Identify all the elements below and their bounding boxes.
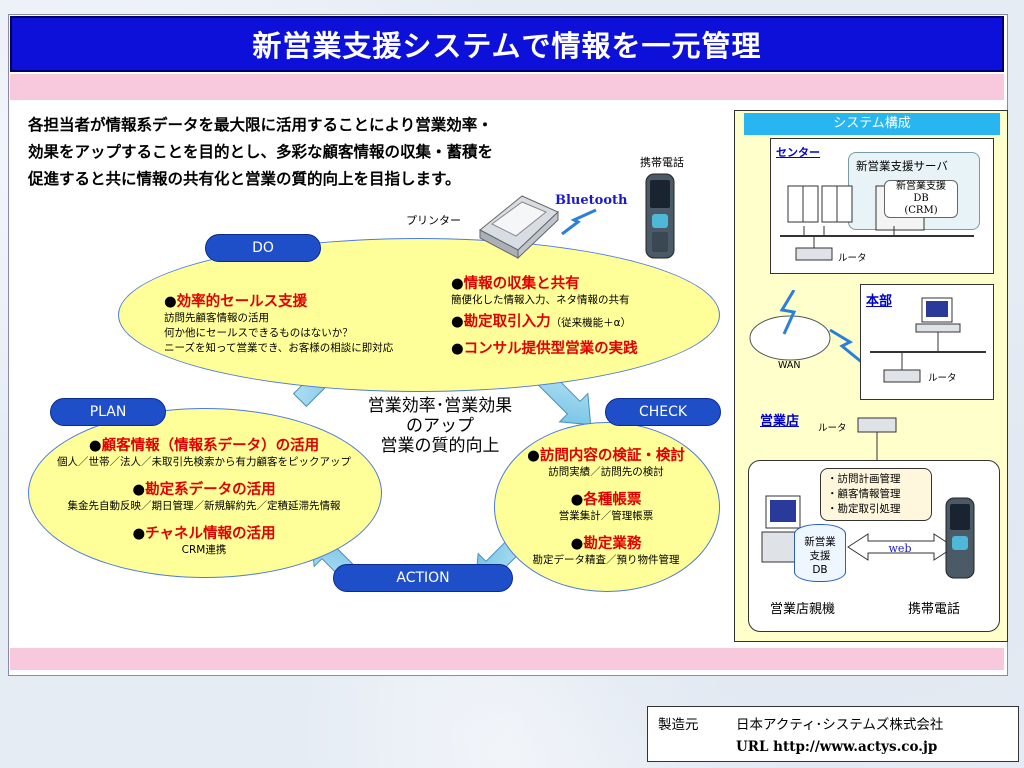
- bullet: ●: [88, 438, 102, 454]
- db-line: 支援: [809, 550, 831, 562]
- do-left-line: 何か他にセールスできるものはないか？: [164, 327, 353, 339]
- plan-label: PLAN: [50, 398, 166, 426]
- do-right-note: （従来機能＋α）: [550, 317, 632, 329]
- plan-ellipse: [28, 408, 382, 578]
- do-right-block: ●情報の収集と共有 簡便化した情報入力、ネタ情報の共有 ●勘定取引入力（従来機能…: [451, 272, 638, 358]
- plan-heading: 勘定系データの活用: [145, 482, 276, 498]
- intro-line: 促進すると共に情報の共有化と営業の質的向上を目指します。: [28, 170, 461, 188]
- db-line: 新営業支援: [896, 181, 946, 192]
- do-right-heading-1: 情報の収集と共有: [463, 276, 580, 292]
- branch-router-label: ルータ: [818, 423, 847, 434]
- bullet: ●: [570, 492, 584, 508]
- wan-cloud-icon: [749, 290, 865, 366]
- arrow-do-to-check: [536, 370, 592, 426]
- bullet: ●: [451, 276, 464, 292]
- intro-line: 各担当者が情報系データを最大限に活用することにより営業効率・: [28, 116, 493, 134]
- credit-box: 製造元 日本アクティ･システムズ株式会社 URL http://www.acty…: [647, 706, 1019, 762]
- bullet: ●: [164, 294, 177, 310]
- do-right-heading-2: 勘定取引入力: [463, 314, 551, 330]
- branch-router-icon: [857, 417, 897, 462]
- center-goal: 営業効率･営業効果 のアップ 営業の質的向上: [350, 396, 530, 456]
- wan-label: WAN: [778, 360, 801, 371]
- center-line: 営業効率･営業効果: [367, 396, 513, 416]
- do-left-line: ニーズを知って営業でき、お客様の相談に即対応: [164, 342, 394, 354]
- honbu-router-label: ルータ: [928, 373, 957, 384]
- plan-heading: 顧客情報（情報系データ）の活用: [101, 438, 320, 454]
- branch-phone-label: 携帯電話: [908, 602, 961, 617]
- bubble-line: ・勘定取引処理: [827, 503, 901, 515]
- bullet: ●: [570, 536, 584, 552]
- bullet: ●: [132, 482, 146, 498]
- bubble-line: ・訪問計画管理: [827, 473, 901, 485]
- center-lan: [780, 226, 974, 261]
- check-heading: 勘定業務: [583, 536, 642, 552]
- maker-url: URL http://www.actys.co.jp: [736, 739, 938, 755]
- check-ellipse: [494, 422, 720, 592]
- server-label: 新営業支援サーバ: [856, 159, 948, 173]
- plan-sub: 集金先自動反映／期日管理／新規解約先／定積延滞先情報: [67, 500, 341, 512]
- pink-band-bottom: [10, 648, 1004, 670]
- branch-pc-label: 営業店親機: [770, 602, 836, 617]
- honbu-box: [860, 284, 994, 400]
- check-block: ●訪問内容の検証・検討 訪問実績／訪問先の検討 ●各種帳票 営業集計／管理帳票 …: [500, 444, 712, 568]
- branch-label: 営業店: [760, 414, 800, 429]
- bullet: ●: [132, 526, 146, 542]
- system-header: システム構成: [744, 113, 1000, 135]
- do-ellipse: [118, 238, 720, 392]
- check-heading: 訪問内容の検証・検討: [539, 448, 685, 464]
- phone-label: 携帯電話: [640, 156, 684, 169]
- intro-line: 効果をアップすることを目的とし、多彩な顧客情報の収集・蓄積を: [28, 143, 494, 161]
- check-label: CHECK: [605, 398, 721, 426]
- do-left-heading: 効率的セールス支援: [176, 294, 308, 310]
- branch-bubble: ・訪問計画管理 ・顧客情報管理 ・勘定取引処理: [820, 468, 932, 521]
- plan-block: ●顧客情報（情報系データ）の活用 個人／世帯／法人／未取引先検索から有力顧客をピ…: [30, 434, 378, 558]
- honbu-label: 本部: [866, 294, 893, 309]
- check-heading: 各種帳票: [583, 492, 642, 508]
- bullet: ●: [451, 314, 464, 330]
- bullet: ●: [451, 341, 464, 357]
- do-right-line: 簡便化した情報入力、ネタ情報の共有: [451, 294, 630, 306]
- bluetooth-signal-icon: [561, 208, 597, 236]
- maker-label: 製造元: [658, 717, 699, 733]
- plan-sub: 個人／世帯／法人／未取引先検索から有力顧客をピックアップ: [57, 456, 351, 468]
- check-sub: 訪問実績／訪問先の検討: [548, 466, 664, 478]
- plan-heading: チャネル情報の活用: [145, 526, 276, 542]
- do-right-heading-3: コンサル提供型営業の実践: [463, 341, 638, 357]
- web-label: web: [888, 542, 912, 555]
- action-label: ACTION: [333, 564, 513, 592]
- honbu-pc-icon: [870, 297, 986, 383]
- printer-icon: [479, 195, 559, 260]
- check-sub: 営業集計／管理帳票: [558, 510, 654, 522]
- pink-band-top: [10, 74, 1004, 100]
- db-line: DB: [913, 193, 929, 204]
- bubble-line: ・顧客情報管理: [827, 488, 901, 500]
- db-line: (CRM): [904, 205, 938, 216]
- title-bar: 新営業支援システムで情報を一元管理: [10, 16, 1004, 72]
- center-line: 営業の質的向上: [380, 436, 500, 456]
- center-line: のアップ: [406, 416, 474, 436]
- do-left-block: ●効率的セールス支援 訪問先顧客情報の活用 何か他にセールスできるものはないか？…: [164, 290, 393, 356]
- bluetooth-label: Bluetooth: [555, 193, 628, 208]
- center-db-icon: 新営業支援 DB (CRM): [884, 180, 958, 218]
- maker-name: 日本アクティ･システムズ株式会社: [736, 717, 944, 733]
- page-title: 新営業支援システムで情報を一元管理: [252, 29, 762, 63]
- mobile-phone-icon: [645, 173, 675, 259]
- printer-label: プリンター: [406, 214, 461, 227]
- db-line: 新営業: [804, 536, 836, 548]
- do-label: DO: [205, 234, 321, 262]
- branch-phone-icon: [945, 497, 975, 579]
- branch-db-icon: 新営業 支援 DB: [794, 524, 846, 582]
- intro-text: 各担当者が情報系データを最大限に活用することにより営業効率・ 効果をアップするこ…: [28, 112, 493, 193]
- plan-sub: CRM連携: [181, 544, 227, 556]
- center-router-label: ルータ: [838, 253, 867, 264]
- center-label: センター: [776, 146, 820, 159]
- check-sub: 勘定データ精査／預り物件管理: [532, 554, 680, 566]
- do-left-line: 訪問先顧客情報の活用: [164, 312, 269, 324]
- db-line: DB: [812, 564, 828, 576]
- bullet: ●: [527, 448, 540, 464]
